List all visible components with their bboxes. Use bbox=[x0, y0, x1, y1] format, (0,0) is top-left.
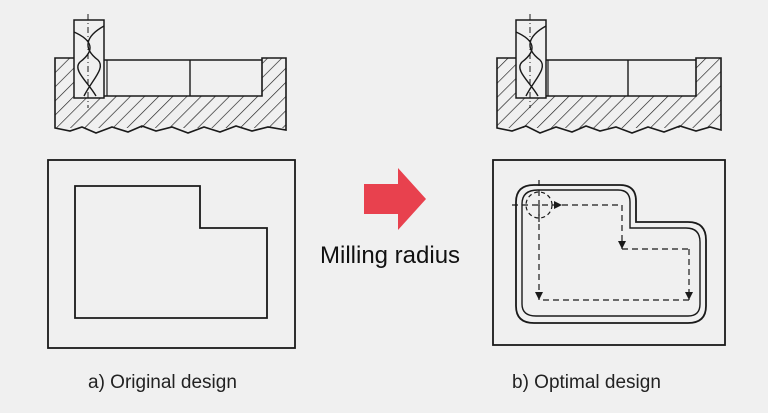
original-workpiece-outline bbox=[54, 57, 287, 134]
optimal-top-view bbox=[492, 159, 726, 346]
original-section-view bbox=[54, 14, 287, 134]
optimal-rounded-pocket-outer bbox=[515, 184, 707, 324]
optimal-design-caption: b) Optimal design bbox=[512, 372, 661, 393]
optimal-workpiece-hatch bbox=[497, 58, 721, 128]
right-arrow-icon bbox=[364, 168, 426, 230]
optimal-section-view bbox=[496, 14, 722, 134]
toolpath-direction-arrows bbox=[535, 201, 693, 300]
optimal-end-mill-icon bbox=[515, 14, 547, 108]
optimal-toolpath bbox=[512, 180, 690, 301]
milling-radius-circle bbox=[525, 191, 553, 219]
original-end-mill-icon bbox=[73, 14, 105, 108]
original-sharp-corner-pocket bbox=[74, 185, 268, 319]
original-top-view bbox=[47, 159, 296, 349]
original-workpiece-hatch bbox=[55, 58, 286, 128]
original-stock-outline bbox=[47, 159, 296, 349]
optimal-rounded-pocket-inner bbox=[521, 189, 701, 317]
milling-radius-label: Milling radius bbox=[320, 242, 461, 269]
optimal-stock-outline bbox=[492, 159, 726, 346]
optimal-workpiece-outline bbox=[496, 57, 722, 134]
original-design-caption: a) Original design bbox=[88, 372, 237, 393]
